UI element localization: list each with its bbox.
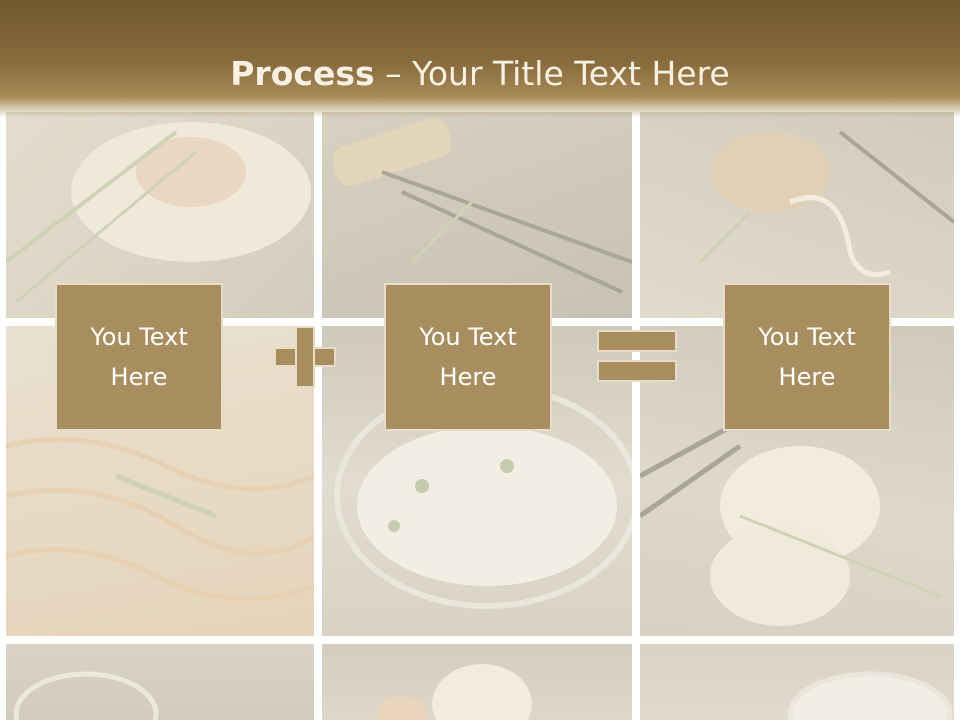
- title-rest: – Your Title Text Here: [374, 54, 730, 93]
- photo-noodle-bowl: [6, 644, 314, 720]
- process-box-3[interactable]: You Text Here: [723, 283, 891, 431]
- process-box-1[interactable]: You Text Here: [55, 283, 223, 431]
- photo-rice-bowl: [640, 644, 954, 720]
- process-box-3-text: You Text Here: [758, 323, 856, 391]
- process-box-2[interactable]: You Text Here: [384, 283, 552, 431]
- plus-icon: [274, 326, 336, 388]
- equals-icon: [597, 330, 677, 384]
- title-bold: Process: [230, 54, 375, 93]
- photo-shrimp-dumpling: [322, 644, 632, 720]
- slide-title: Process – Your Title Text Here: [0, 52, 960, 96]
- title-bar: [0, 0, 960, 118]
- process-box-1-text: You Text Here: [90, 323, 188, 391]
- process-box-2-text: You Text Here: [419, 323, 517, 391]
